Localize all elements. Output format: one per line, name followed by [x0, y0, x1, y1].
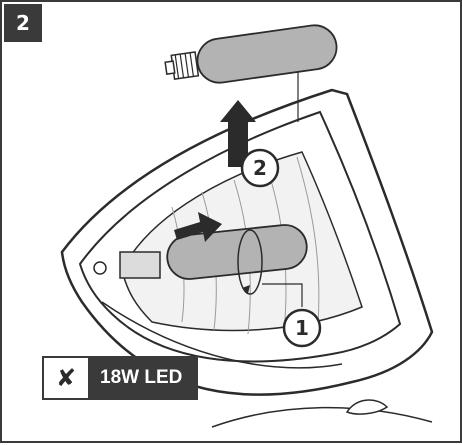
lamp-foot-detail [345, 399, 389, 415]
rotate-arrow [237, 229, 263, 295]
callout-2-label: 2 [253, 156, 267, 180]
callout-1-label: 1 [295, 316, 309, 340]
lamp-base-curve [211, 406, 433, 428]
step-number-badge: 2 [4, 4, 42, 42]
warning-label: 18W LED [100, 367, 183, 388]
callout-2: 2 [240, 148, 280, 188]
incompatible-bulb-warning: ✘ 18W LED [42, 356, 199, 400]
x-mark-icon: ✘ [44, 358, 88, 398]
push-arrow [174, 212, 222, 242]
lamp-lower-edge [101, 301, 343, 369]
bulb-socket [93, 251, 161, 279]
lift-arrow [220, 100, 256, 167]
removed-bulb [164, 24, 338, 84]
callout-1: 1 [282, 308, 322, 348]
